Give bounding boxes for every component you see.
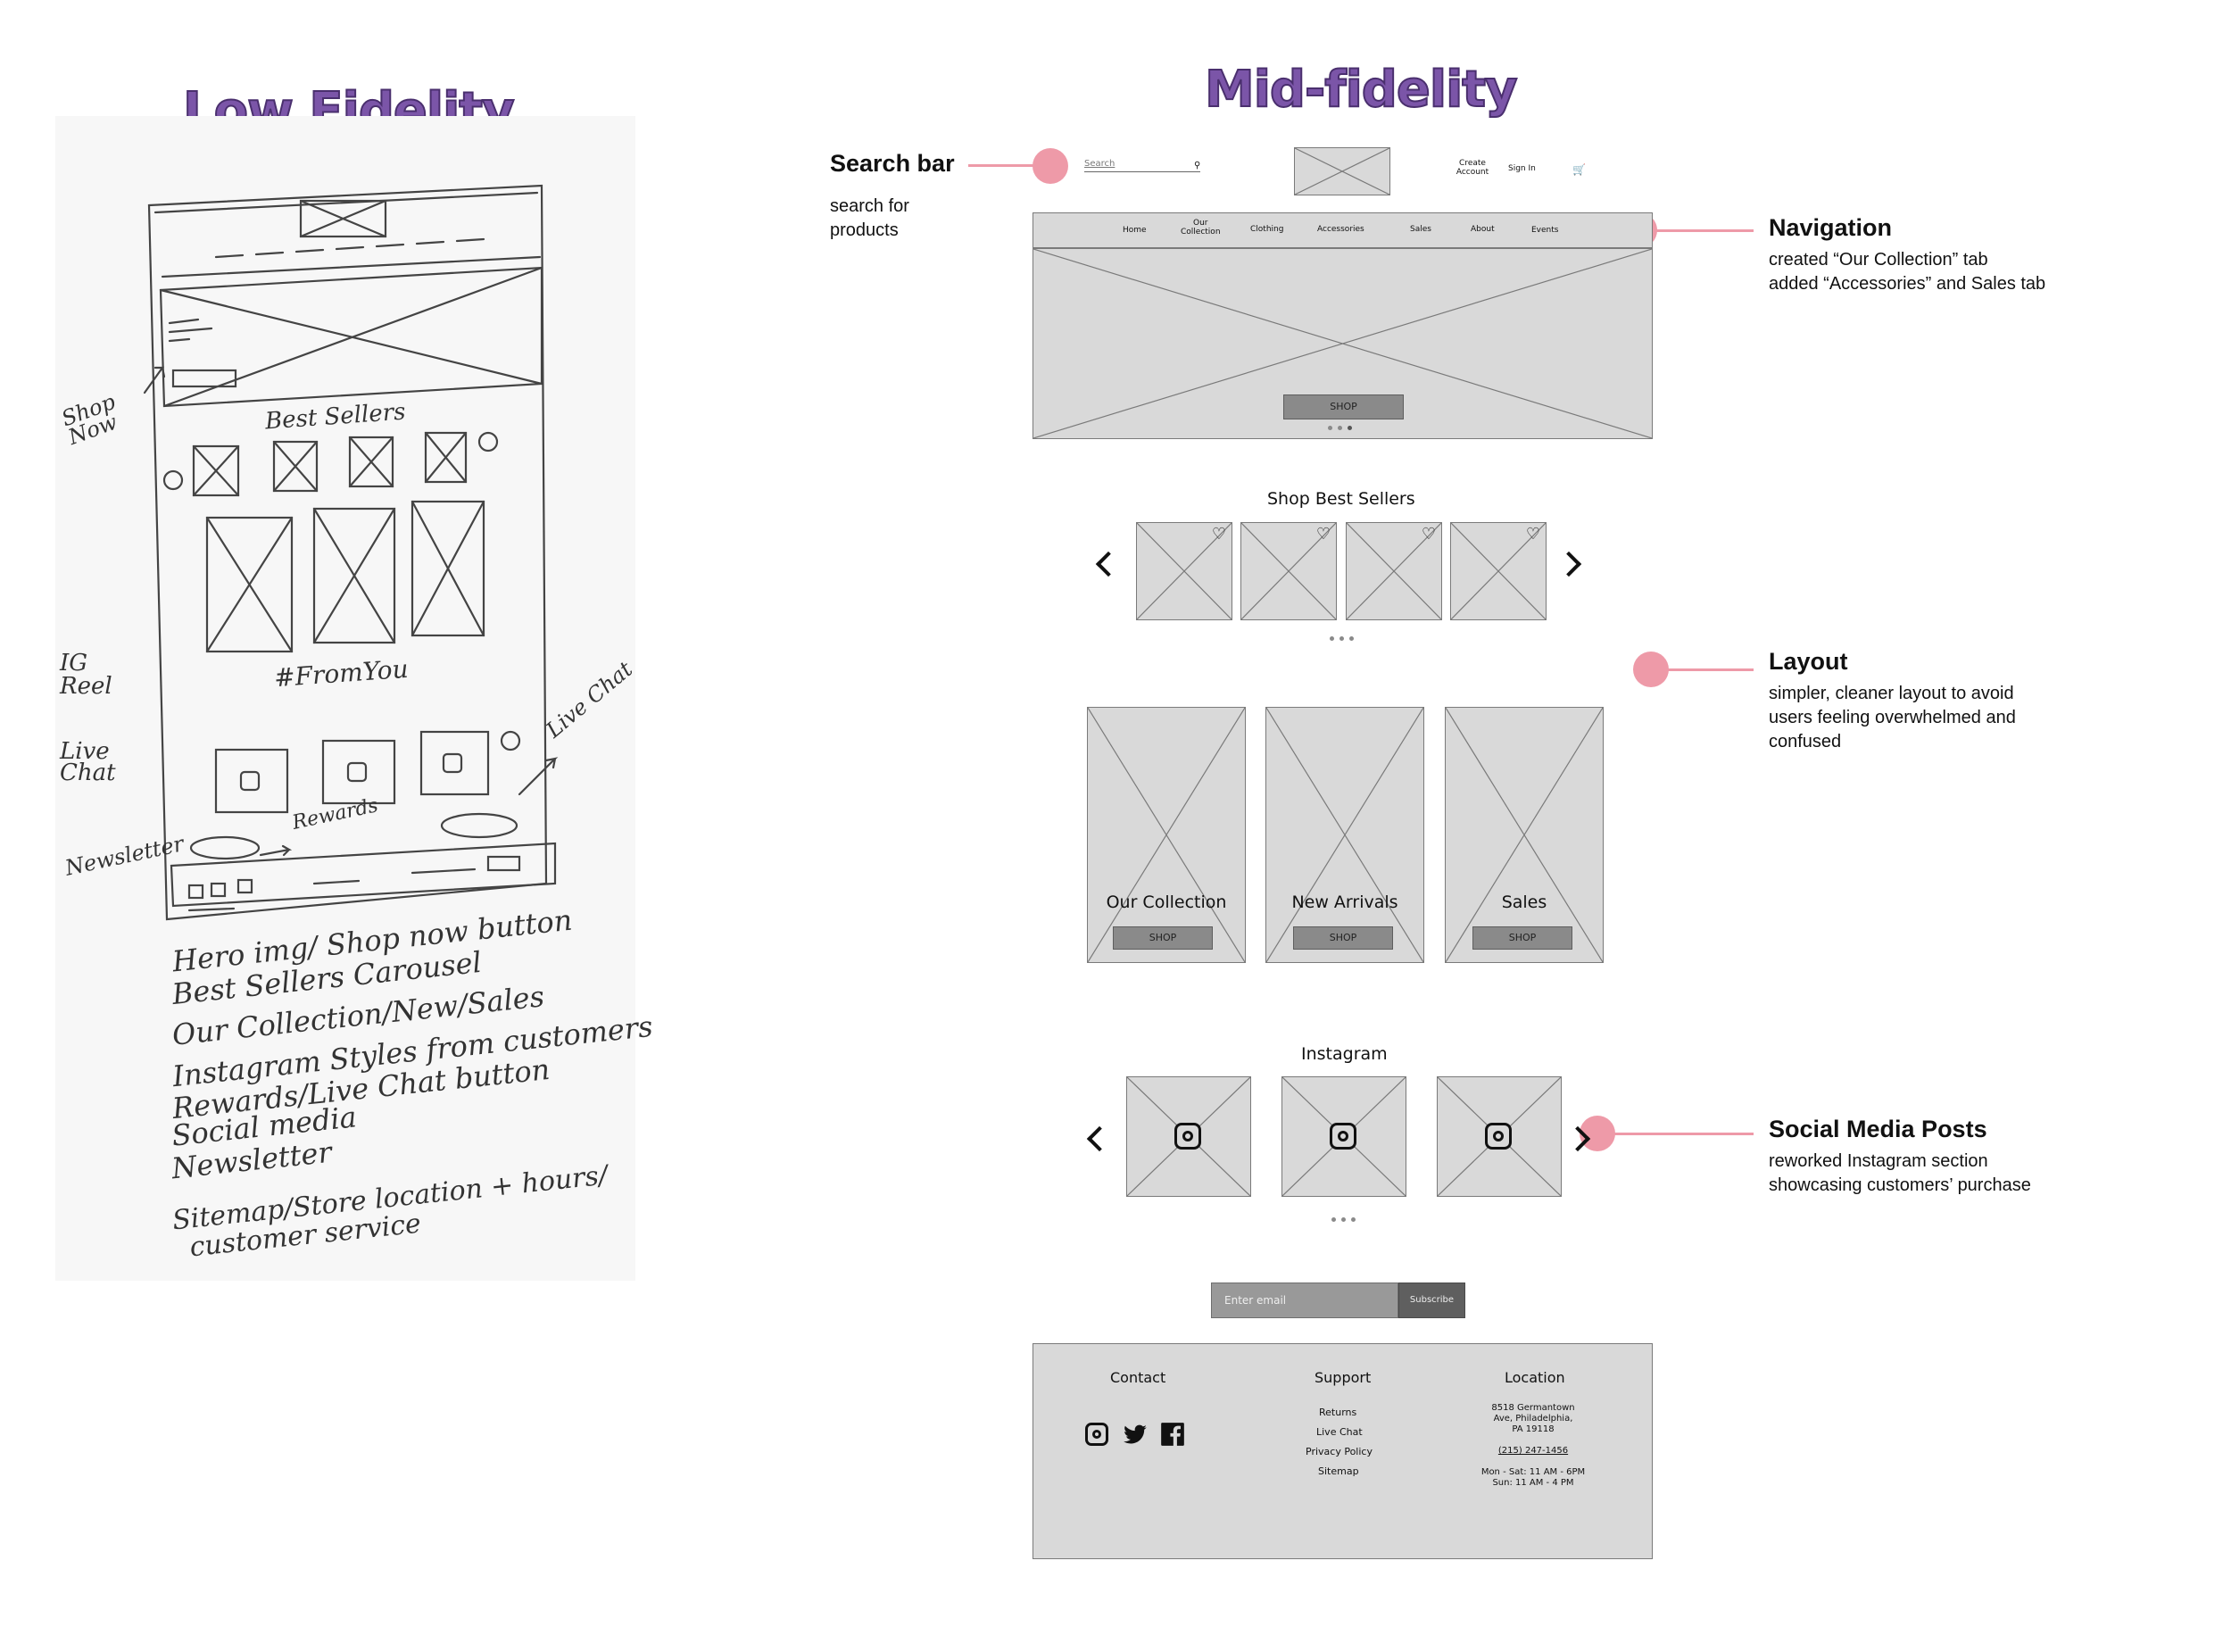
chevron-left-icon[interactable] bbox=[1095, 551, 1122, 577]
twitter-icon[interactable] bbox=[1121, 1423, 1149, 1448]
connector-line bbox=[968, 164, 1049, 167]
nav-item-sales[interactable]: Sales bbox=[1410, 225, 1431, 234]
sketch-drawing bbox=[143, 184, 559, 921]
sign-in-link[interactable]: Sign In bbox=[1508, 164, 1536, 173]
cart-icon[interactable]: 🛒 bbox=[1572, 163, 1586, 176]
instagram-carousel-dots[interactable] bbox=[1331, 1217, 1356, 1222]
annotation-social-desc: reworked Instagram section showcasing cu… bbox=[1769, 1151, 2031, 1195]
nav-item-accessories[interactable]: Accessories bbox=[1317, 225, 1364, 234]
annotation-dot bbox=[1033, 148, 1068, 184]
nav-item-clothing[interactable]: Clothing bbox=[1250, 225, 1284, 234]
product-card[interactable]: ♡ bbox=[1346, 522, 1442, 620]
category-label: Our Collection bbox=[1106, 892, 1227, 912]
instagram-title: Instagram bbox=[1301, 1044, 1388, 1064]
category-shop-button[interactable]: SHOP bbox=[1472, 926, 1572, 950]
search-input[interactable]: Search bbox=[1084, 159, 1200, 172]
facebook-icon[interactable] bbox=[1160, 1421, 1185, 1448]
footer-hours: Mon - Sat: 11 AM - 6PM Sun: 11 AM - 4 PM bbox=[1480, 1467, 1586, 1488]
instagram-icon[interactable] bbox=[1085, 1423, 1108, 1446]
chevron-right-icon[interactable] bbox=[1555, 551, 1582, 577]
category-shop-button[interactable]: SHOP bbox=[1293, 926, 1393, 950]
annotation-layout-title: Layout bbox=[1769, 648, 1848, 675]
hero-carousel-dots[interactable] bbox=[1328, 426, 1352, 430]
hero-image: SHOP bbox=[1033, 248, 1653, 439]
connector-line bbox=[1651, 229, 1754, 232]
logo-placeholder bbox=[1294, 147, 1390, 195]
category-label: Sales bbox=[1501, 892, 1547, 912]
annotation-search-desc: search for products bbox=[830, 196, 909, 240]
footer-link-returns[interactable]: Returns bbox=[1319, 1407, 1357, 1418]
nav-item-events[interactable]: Events bbox=[1531, 226, 1559, 235]
connector-line bbox=[1662, 668, 1754, 671]
product-card[interactable]: ♡ bbox=[1450, 522, 1547, 620]
annotation-navigation-title: Navigation bbox=[1769, 214, 1893, 241]
instagram-post[interactable] bbox=[1126, 1076, 1251, 1197]
search-placeholder: Search bbox=[1084, 159, 1116, 169]
footer-address: 8518 Germantown Ave, Philadelphia, PA 19… bbox=[1491, 1403, 1575, 1434]
sketch-label-live-chat-left: Live Chat bbox=[60, 738, 116, 786]
annotation-navigation-desc: created “Our Collection” tab added “Acce… bbox=[1769, 250, 2046, 294]
category-label: New Arrivals bbox=[1291, 892, 1398, 912]
nav-bar: Home Our Collection Clothing Accessories… bbox=[1033, 212, 1653, 248]
product-card[interactable]: ♡ bbox=[1136, 522, 1232, 620]
low-fidelity-sketch: Best Sellers #FromYou Shop Now IG Reel L… bbox=[55, 116, 654, 1281]
nav-item-our-collection[interactable]: Our Collection bbox=[1181, 219, 1221, 237]
hero-shop-button[interactable]: SHOP bbox=[1283, 394, 1404, 419]
instagram-post[interactable] bbox=[1281, 1076, 1406, 1197]
heart-icon[interactable]: ♡ bbox=[1211, 525, 1226, 544]
footer-link-privacy-policy[interactable]: Privacy Policy bbox=[1306, 1446, 1373, 1457]
subscribe-label: Subscribe bbox=[1409, 1295, 1455, 1305]
sketch-label-ig-reel: IG Reel bbox=[60, 650, 112, 700]
annotation-social-title: Social Media Posts bbox=[1769, 1116, 1987, 1142]
nav-item-home[interactable]: Home bbox=[1123, 226, 1147, 235]
category-tile-our-collection[interactable]: Our Collection SHOP bbox=[1087, 707, 1246, 963]
category-tile-new-arrivals[interactable]: New Arrivals SHOP bbox=[1265, 707, 1424, 963]
subscribe-button[interactable]: Subscribe bbox=[1398, 1283, 1465, 1318]
category-tile-sales[interactable]: Sales SHOP bbox=[1445, 707, 1604, 963]
instagram-post[interactable] bbox=[1437, 1076, 1562, 1197]
nav-item-about[interactable]: About bbox=[1471, 225, 1495, 234]
instagram-icon bbox=[1174, 1123, 1201, 1150]
footer-link-sitemap[interactable]: Sitemap bbox=[1318, 1465, 1359, 1477]
connector-line bbox=[1606, 1133, 1754, 1135]
best-sellers-title: Shop Best Sellers bbox=[1267, 489, 1415, 509]
chevron-left-icon[interactable] bbox=[1086, 1125, 1113, 1152]
instagram-icon bbox=[1485, 1123, 1512, 1150]
annotation-layout-desc: simpler, cleaner layout to avoid users f… bbox=[1769, 684, 2016, 751]
footer-phone-link[interactable]: (215) 247-1456 bbox=[1497, 1446, 1569, 1456]
footer-link-live-chat[interactable]: Live Chat bbox=[1316, 1426, 1363, 1438]
search-icon[interactable]: ⚲ bbox=[1194, 161, 1201, 170]
mid-fidelity-title: Mid-fidelity bbox=[1204, 60, 1519, 120]
newsletter-email-input[interactable]: Enter email bbox=[1211, 1283, 1398, 1318]
footer-contact-title: Contact bbox=[1110, 1369, 1166, 1386]
footer-location-title: Location bbox=[1505, 1369, 1565, 1386]
newsletter-placeholder: Enter email bbox=[1224, 1294, 1287, 1307]
footer: Contact Support Returns Live Chat Privac… bbox=[1033, 1343, 1653, 1559]
category-shop-button[interactable]: SHOP bbox=[1113, 926, 1213, 950]
annotation-search-title: Search bar bbox=[830, 150, 955, 177]
instagram-icon bbox=[1330, 1123, 1356, 1150]
create-account-link[interactable]: Create Account bbox=[1456, 159, 1489, 177]
heart-icon[interactable]: ♡ bbox=[1525, 525, 1540, 544]
product-card[interactable]: ♡ bbox=[1240, 522, 1337, 620]
heart-icon[interactable]: ♡ bbox=[1315, 525, 1331, 544]
heart-icon[interactable]: ♡ bbox=[1421, 525, 1436, 544]
footer-support-title: Support bbox=[1315, 1369, 1372, 1386]
best-sellers-carousel-dots[interactable] bbox=[1330, 636, 1354, 641]
